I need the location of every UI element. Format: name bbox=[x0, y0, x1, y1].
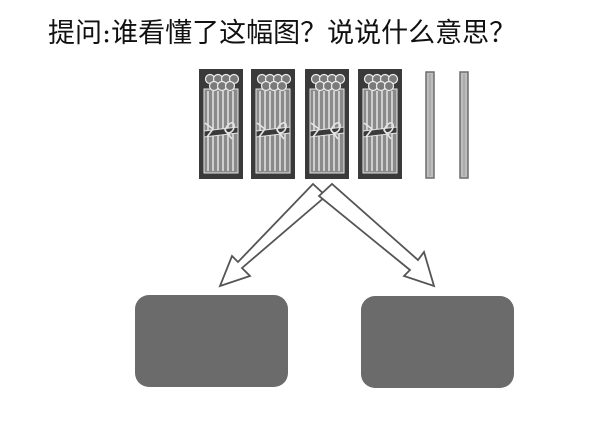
single-stick-1 bbox=[425, 71, 435, 179]
right-box bbox=[361, 296, 514, 388]
single-sticks bbox=[425, 71, 469, 179]
stick-bundle-2 bbox=[250, 68, 296, 180]
left-arrow bbox=[218, 182, 328, 288]
bundles-of-ten bbox=[198, 68, 403, 180]
stick-bundle-1 bbox=[198, 68, 244, 180]
right-arrow bbox=[317, 182, 436, 288]
single-stick-2 bbox=[459, 71, 469, 179]
left-box bbox=[135, 295, 288, 387]
stick-bundle-3 bbox=[304, 68, 350, 180]
question-text: 提问:谁看懂了这幅图？说说什么意思？ bbox=[48, 18, 517, 49]
stick-bundle-4 bbox=[357, 68, 403, 180]
